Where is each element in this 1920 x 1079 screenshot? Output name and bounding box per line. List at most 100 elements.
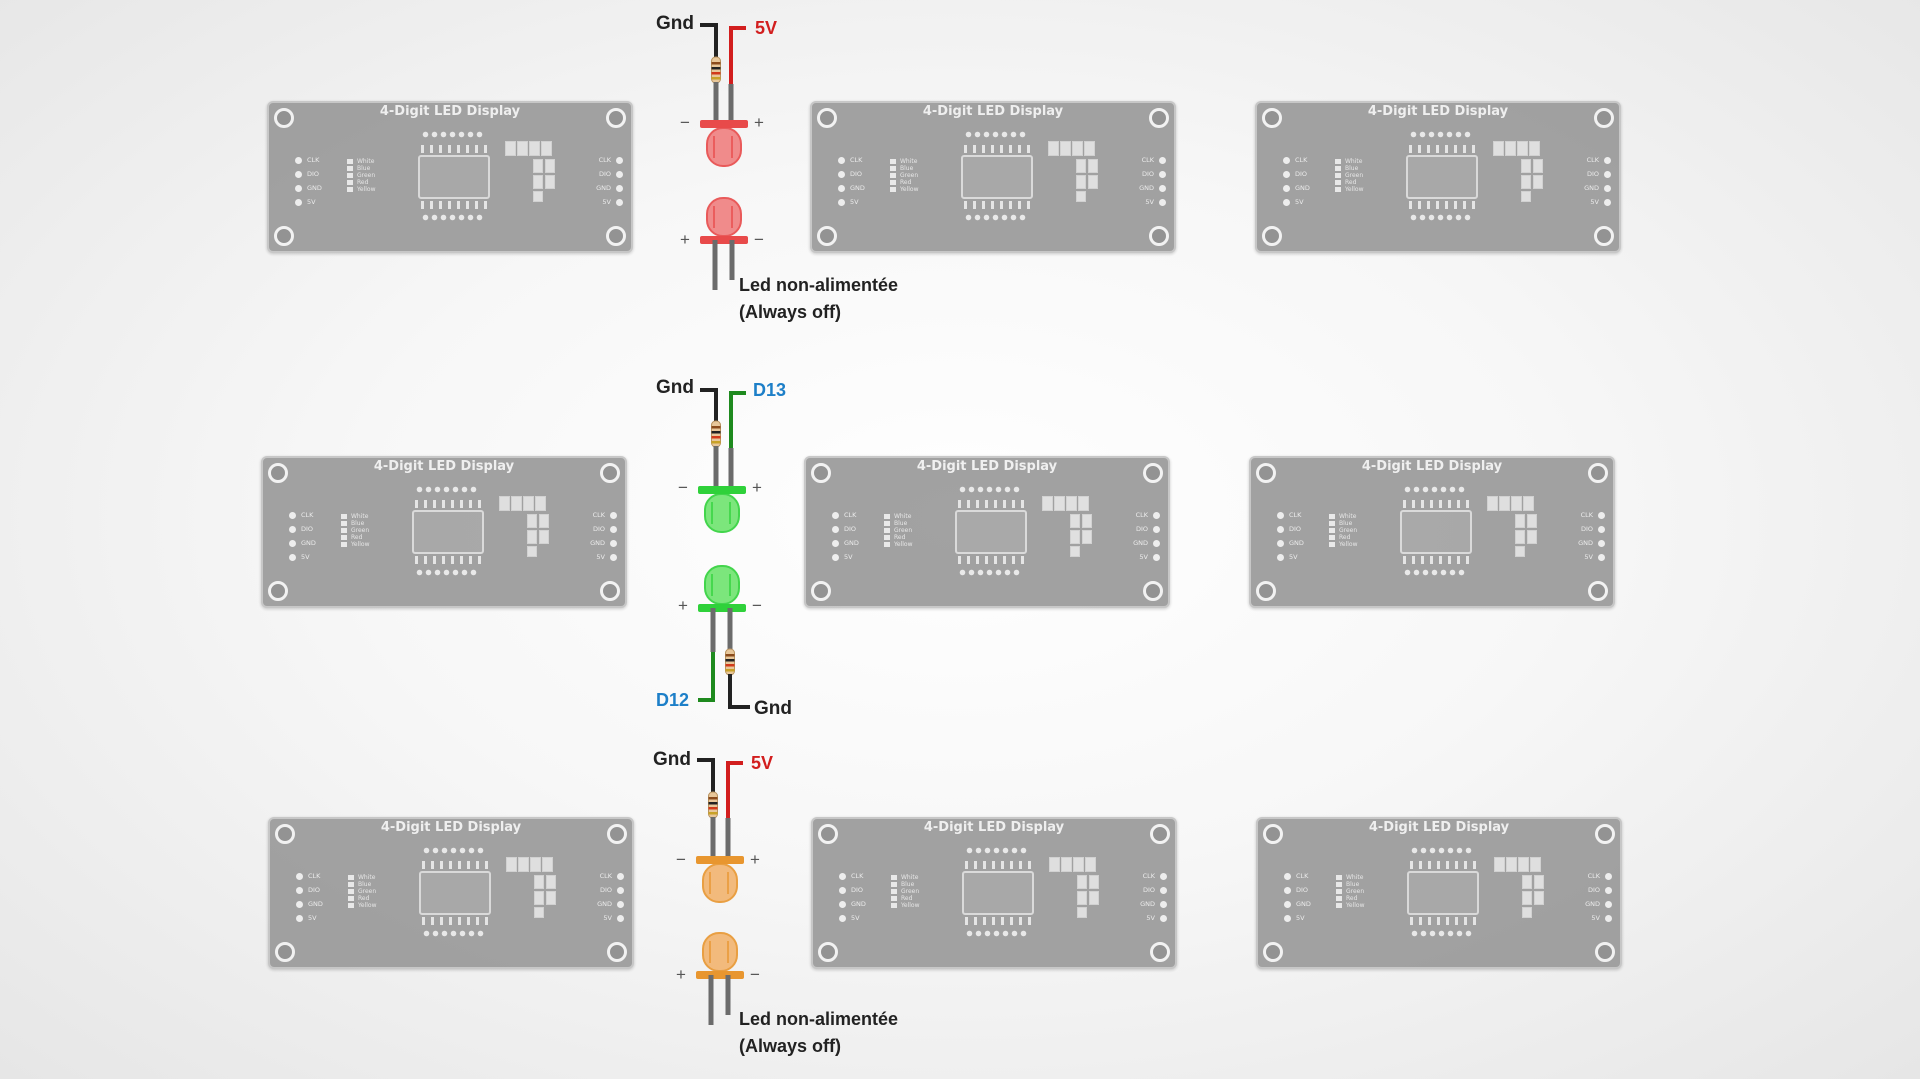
pin-label: CLK bbox=[1141, 156, 1154, 164]
mounting-hole bbox=[817, 108, 837, 128]
mounting-hole bbox=[1256, 463, 1276, 483]
color-label: Green bbox=[358, 888, 377, 895]
led-body-icon bbox=[702, 863, 738, 903]
pin-pad-icon bbox=[610, 525, 617, 533]
pin-pad-icon bbox=[1277, 539, 1284, 547]
gnd-label: Gnd bbox=[656, 377, 694, 398]
pin-pad-icon bbox=[1153, 553, 1160, 561]
board-title: 4-Digit LED Display bbox=[380, 820, 522, 835]
pin-pad-icon bbox=[616, 184, 623, 192]
pin-pad-icon bbox=[1277, 525, 1284, 533]
led-flange-icon bbox=[700, 236, 748, 244]
color-label: Red bbox=[900, 179, 912, 186]
pin-pad-icon bbox=[838, 198, 845, 206]
color-label: Blue bbox=[1346, 881, 1360, 888]
led-note: Led non-alimentée (Always off) bbox=[739, 272, 898, 326]
pin-label: DIO bbox=[1289, 525, 1302, 533]
pin-labels-right: CLK DIO GND 5V bbox=[1133, 508, 1160, 564]
pin-labels-left: CLK DIO GND 5V bbox=[289, 508, 316, 564]
pin-label: 5V bbox=[307, 198, 316, 206]
wire bbox=[700, 388, 718, 423]
board-title: 4-Digit LED Display bbox=[916, 459, 1058, 474]
pin-label: GND bbox=[307, 184, 322, 192]
minus-sign: − bbox=[754, 230, 764, 249]
pin-label: GND bbox=[1584, 184, 1599, 192]
color-label: Red bbox=[1345, 179, 1357, 186]
mounting-hole bbox=[1595, 942, 1615, 962]
color-legend: White Blue Green Red Yellow bbox=[1329, 513, 1357, 548]
pin-label: 5V bbox=[1295, 198, 1304, 206]
pin-pad-icon bbox=[1153, 525, 1160, 533]
mounting-hole bbox=[1256, 581, 1276, 601]
color-label: Blue bbox=[357, 165, 371, 172]
pin-pad-icon bbox=[616, 170, 623, 178]
pin-label: GND bbox=[844, 539, 859, 547]
color-label: Yellow bbox=[894, 541, 913, 548]
pin-labels-right: CLK DIO GND 5V bbox=[596, 153, 623, 209]
pin-pad-icon bbox=[1598, 511, 1605, 519]
led-display-board: 4-Digit LED Display CLK DIO GND 5V White… bbox=[267, 101, 633, 253]
color-label: Yellow bbox=[351, 541, 370, 548]
pin-label: 5V bbox=[851, 914, 860, 922]
pin-label: GND bbox=[1295, 184, 1310, 192]
pin-labels-left: CLK DIO GND 5V bbox=[838, 153, 865, 209]
board-title: 4-Digit LED Display bbox=[923, 820, 1065, 835]
pin-pad-icon bbox=[1159, 184, 1166, 192]
led-body-icon bbox=[706, 197, 742, 237]
pin-pad-icon bbox=[296, 900, 303, 908]
led-flange-icon bbox=[696, 856, 744, 864]
resistor-band bbox=[711, 72, 721, 75]
pin-pad-icon bbox=[1277, 553, 1284, 561]
mounting-hole bbox=[1143, 581, 1163, 601]
pin-label: DIO bbox=[1296, 886, 1309, 894]
driver-chip bbox=[961, 155, 1033, 199]
pin-pad-icon bbox=[295, 170, 302, 178]
pin-label: 5V bbox=[603, 914, 612, 922]
led-display-board: 4-Digit LED Display CLK DIO GND 5V White… bbox=[811, 817, 1177, 969]
pin-label: GND bbox=[851, 900, 866, 908]
mounting-hole bbox=[1263, 824, 1283, 844]
pin-label: CLK bbox=[851, 872, 864, 880]
resistor-band bbox=[711, 62, 721, 65]
color-label: Green bbox=[351, 527, 370, 534]
pin-pad-icon bbox=[1153, 511, 1160, 519]
pin-pad-icon bbox=[1598, 525, 1605, 533]
resistor-band bbox=[725, 669, 735, 672]
pin-pad-icon bbox=[289, 511, 296, 519]
wire bbox=[726, 761, 743, 818]
pin-pad-icon bbox=[839, 886, 846, 894]
color-label: Green bbox=[1346, 888, 1365, 895]
color-label: Yellow bbox=[901, 902, 920, 909]
color-label: White bbox=[901, 874, 919, 881]
color-label: Green bbox=[894, 527, 913, 534]
wire bbox=[729, 26, 746, 84]
pin-pad-icon bbox=[1284, 886, 1291, 894]
pin-label: 5V bbox=[844, 553, 853, 561]
pin-label: GND bbox=[850, 184, 865, 192]
color-label: Red bbox=[1339, 534, 1351, 541]
led-electrode bbox=[713, 206, 733, 228]
led-display-board: 4-Digit LED Display CLK DIO GND 5V White… bbox=[268, 817, 634, 969]
5v-label: 5V bbox=[751, 753, 774, 773]
led-display-board: 4-Digit LED Display CLK DIO GND 5V White… bbox=[810, 101, 1176, 253]
pin-pad-icon bbox=[295, 184, 302, 192]
pin-pad-icon bbox=[1283, 184, 1290, 192]
mounting-hole bbox=[818, 942, 838, 962]
pin-label: 5V bbox=[301, 553, 310, 561]
wire bbox=[729, 391, 746, 448]
pin-label: DIO bbox=[1141, 170, 1154, 178]
pin-label: DIO bbox=[592, 525, 605, 533]
color-label: White bbox=[900, 158, 918, 165]
pin-label: CLK bbox=[1289, 511, 1302, 519]
color-label: Yellow bbox=[1346, 902, 1365, 909]
wire bbox=[700, 23, 718, 58]
pin-labels-left: CLK DIO GND 5V bbox=[295, 153, 322, 209]
pin-label: DIO bbox=[1295, 170, 1308, 178]
pin-label: CLK bbox=[301, 511, 314, 519]
mounting-hole bbox=[600, 581, 620, 601]
pin-pad-icon bbox=[1604, 170, 1611, 178]
pin-label: GND bbox=[1296, 900, 1311, 908]
pin-label: 5V bbox=[1296, 914, 1305, 922]
color-label: Yellow bbox=[358, 902, 377, 909]
